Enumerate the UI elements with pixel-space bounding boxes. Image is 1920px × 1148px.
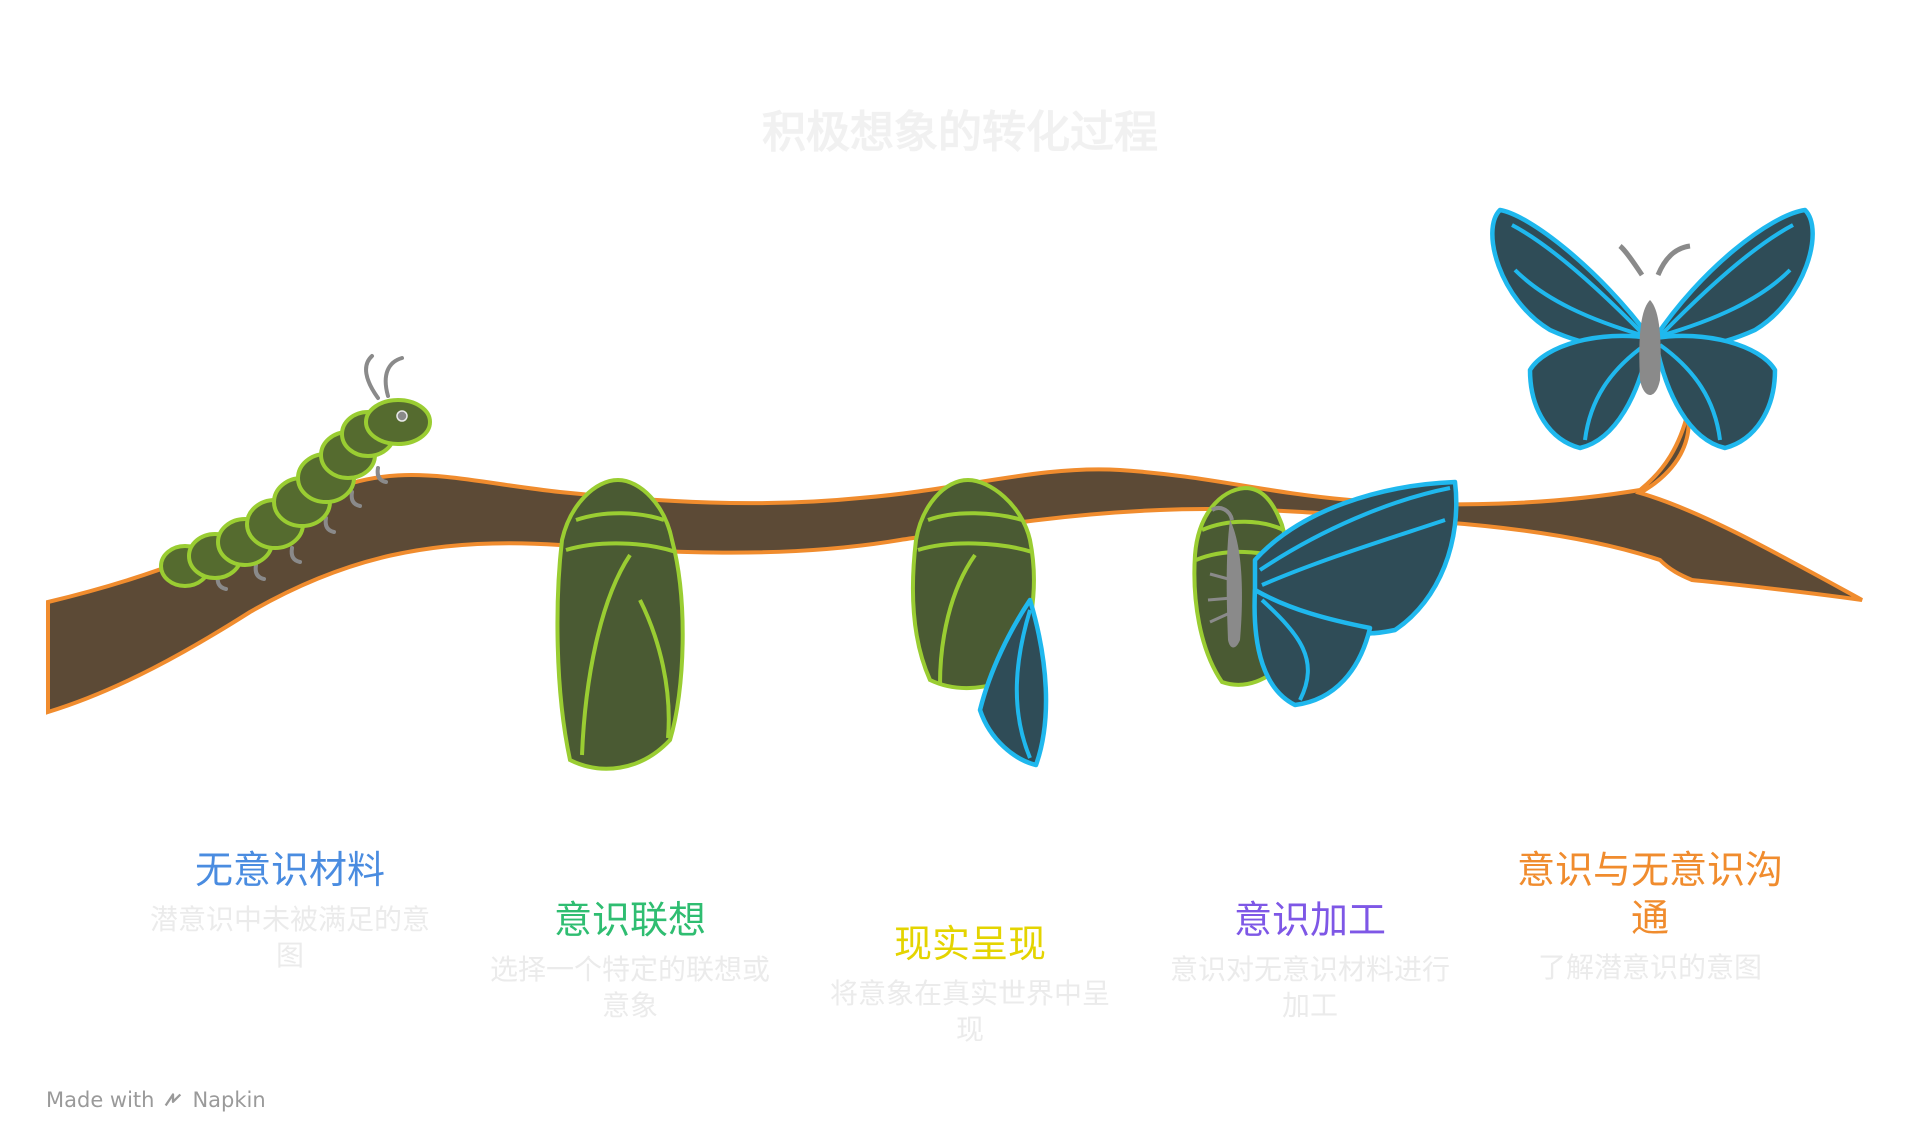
caterpillar-antennae xyxy=(364,354,404,400)
butterfly xyxy=(1490,207,1815,451)
made-with-text: Made with xyxy=(46,1088,155,1112)
stage-4-title: 意识加工 xyxy=(1233,898,1386,942)
chrysalis-1 xyxy=(555,477,685,771)
branch xyxy=(46,411,1863,715)
stage-2-title: 意识联想 xyxy=(553,898,706,942)
stage-3-desc: 将意象在真实世界中呈现 xyxy=(829,977,1110,1046)
stage-1-desc: 潜意识中未被满足的意图 xyxy=(149,903,430,972)
stage-5-title: 意识与无意识沟通 xyxy=(1516,848,1783,940)
stage-4: 意识加工 意识对无意识材料进行加工 xyxy=(1160,896,1460,1024)
napkin-brand-text: Napkin xyxy=(192,1088,266,1112)
stage-4-desc: 意识对无意识材料进行加工 xyxy=(1169,953,1450,1022)
stage-5: 意识与无意识沟通 了解潜意识的意图 xyxy=(1500,846,1800,986)
stage-3-title: 现实呈现 xyxy=(893,922,1046,966)
stage-2-desc: 选择一个特定的联想或意象 xyxy=(489,953,770,1022)
napkin-logo-icon xyxy=(165,1093,182,1107)
emerging-wing-vein xyxy=(1014,609,1032,759)
emerging-butterfly-wings xyxy=(1252,479,1459,708)
stage-5-desc: 了解潜意识的意图 xyxy=(1537,951,1762,984)
caterpillar xyxy=(159,398,432,588)
stage-1: 无意识材料 潜意识中未被满足的意图 xyxy=(140,846,440,974)
stage-3: 现实呈现 将意象在真实世界中呈现 xyxy=(820,920,1120,1048)
caterpillar-legs xyxy=(215,466,388,591)
emerging-butterfly-body xyxy=(1207,506,1242,648)
made-with-badge: Made with Napkin xyxy=(46,1088,266,1112)
caterpillar-eye xyxy=(396,410,408,422)
stage-2: 意识联想 选择一个特定的联想或意象 xyxy=(480,896,780,1024)
stage-1-title: 无意识材料 xyxy=(194,848,385,892)
emerging-wing xyxy=(977,597,1049,768)
chrysalis-2 xyxy=(910,477,1036,690)
page-title: 积极想象的转化过程 xyxy=(762,107,1158,158)
